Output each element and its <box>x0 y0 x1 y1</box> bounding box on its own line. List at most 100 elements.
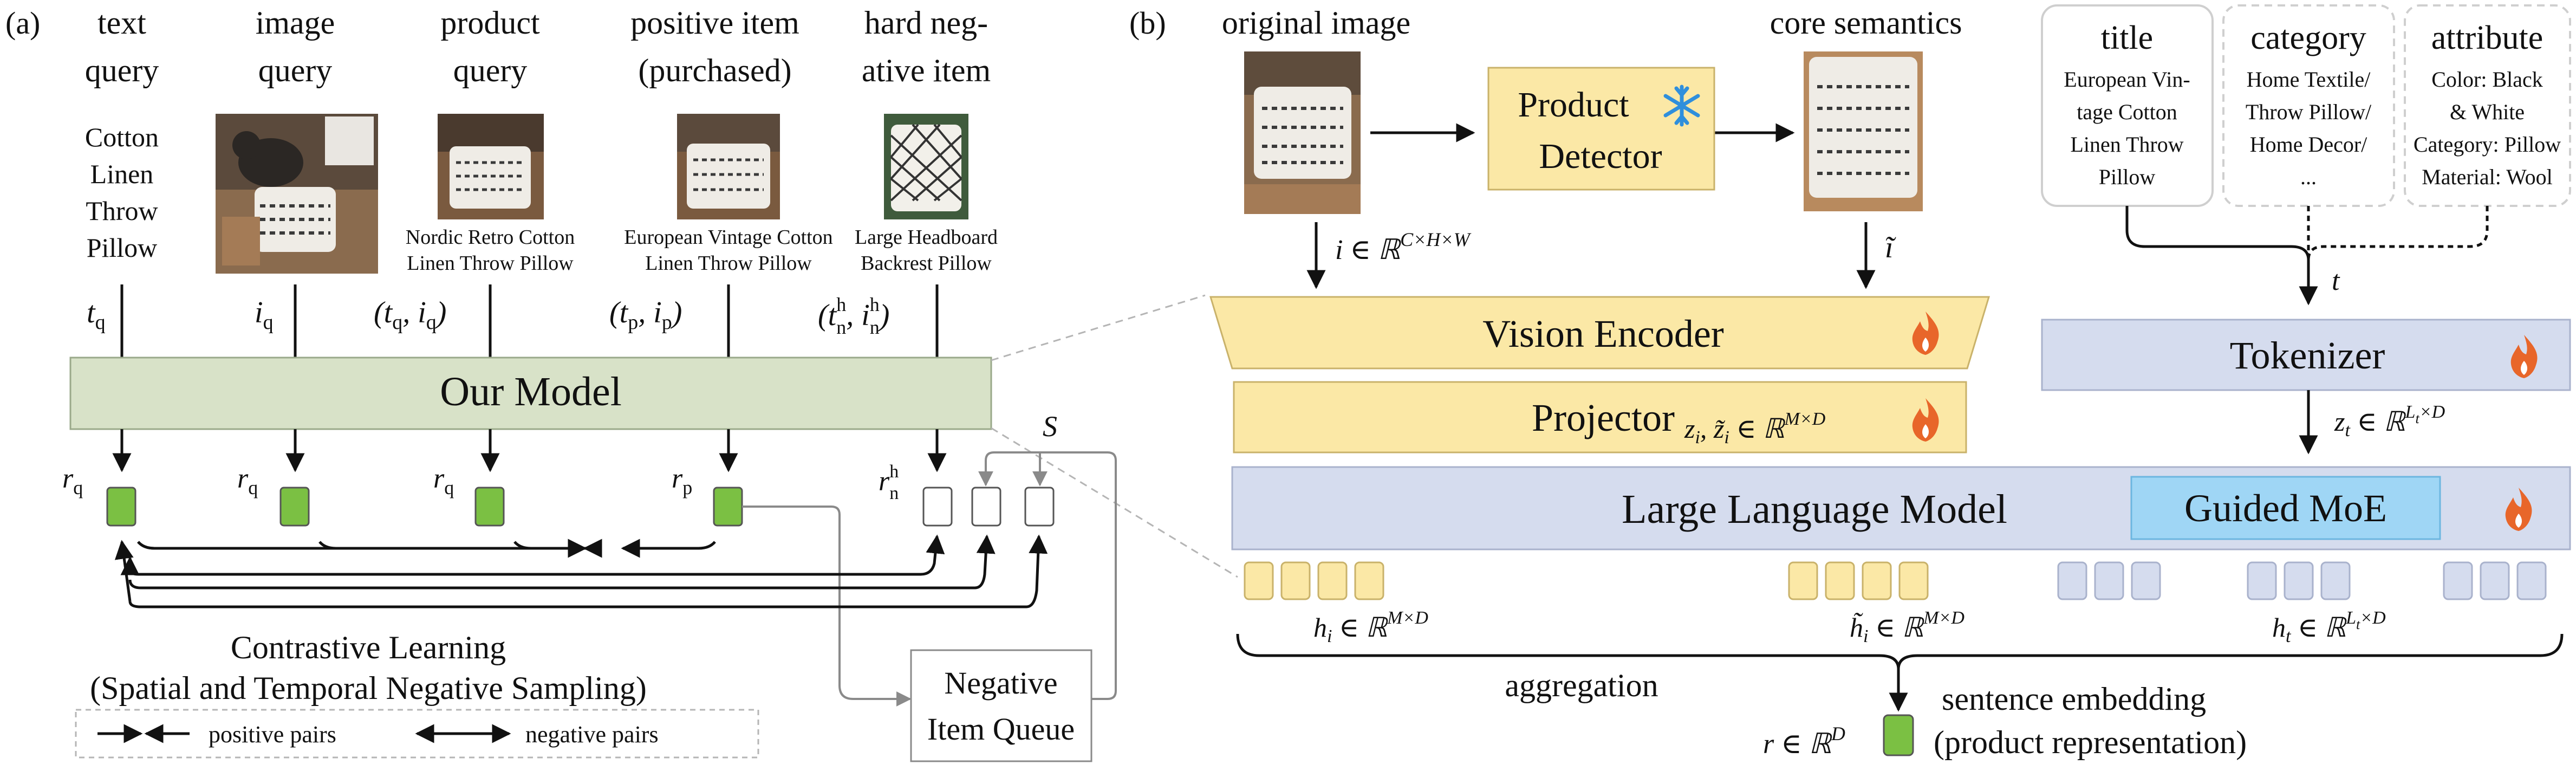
llm-label: Large Language Model <box>1622 487 2007 532</box>
projector-box <box>1233 381 1967 453</box>
sentence-embedding-square <box>1883 714 1914 756</box>
product-query-caption: Nordic Retro Cotton <box>406 226 575 249</box>
token-text <box>2057 561 2087 600</box>
tokenizer-box <box>2041 319 2571 391</box>
rep-square-hard-neg <box>922 487 953 527</box>
core-semantics-photo <box>1804 51 1923 211</box>
symbol-tq-iq: (tq, iq) <box>374 296 446 334</box>
rep-square-q <box>279 487 310 527</box>
projector-output-label: zi, z̃i ∈ ℝM×D <box>1684 409 1826 448</box>
category-box-line: ... <box>2300 165 2317 189</box>
rep-square-q <box>106 487 136 527</box>
category-box-header: category <box>2250 20 2366 56</box>
token-core <box>1825 561 1855 600</box>
rep-label: rq <box>433 463 454 498</box>
hard-negative-photo: Large Headboard Backrest Pillow <box>855 114 998 275</box>
embedding-line-2: (product representation) <box>1934 724 2247 760</box>
token-text <box>2320 561 2351 600</box>
category-box-line: Throw Pillow/ <box>2246 100 2372 124</box>
positive-item-caption: Linen Throw Pillow <box>645 252 812 275</box>
token-image <box>1280 561 1311 600</box>
token-image <box>1244 561 1274 600</box>
rep-squares <box>106 487 1055 527</box>
attribute-box-line: Material: Wool <box>2422 165 2553 189</box>
col1-header-1: text <box>97 5 146 41</box>
original-image-photo <box>1244 51 1361 214</box>
queue-flow-lines <box>742 451 1117 707</box>
h-i-label: hi ∈ ℝM×D <box>1313 608 1428 646</box>
queue-line-2: Item Queue <box>927 711 1075 747</box>
hidden-state-tokens <box>1244 561 2547 600</box>
loss-line-1: Contrastive Learning <box>231 630 506 665</box>
column-headers: text query image query product query pos… <box>85 5 991 88</box>
category-box-line: Home Decor/ <box>2250 132 2367 157</box>
category-box <box>2222 4 2395 207</box>
encoder-input-arrows <box>1306 222 1876 289</box>
attribute-box-line: Color: Black <box>2431 67 2543 92</box>
negative-item-queue-box <box>910 649 1092 762</box>
token-text <box>2131 561 2161 600</box>
col5-header-1: hard neg- <box>864 5 988 41</box>
text-merge-lines <box>2125 206 2489 306</box>
attribute-box-line: Category: Pillow <box>2414 132 2561 157</box>
tokenizer-label: Tokenizer <box>2230 334 2385 377</box>
our-model-label: Our Model <box>440 369 622 414</box>
input-i-label: i ∈ ℝC×H×W <box>1335 229 1472 265</box>
panel-b-label: (b) <box>1129 5 1166 41</box>
token-text <box>2443 561 2473 600</box>
queue-square <box>971 487 1001 527</box>
text-query-line: Throw <box>86 196 158 226</box>
hard-negative-caption: Large Headboard <box>855 226 998 249</box>
original-image-label: original image <box>1222 5 1410 41</box>
col5-header-2: ative item <box>862 53 991 88</box>
snowflake-icon <box>1663 85 1700 127</box>
text-attribute-boxes: title European Vin- tage Cotton Linen Th… <box>2041 4 2571 207</box>
col3-header-2: query <box>453 53 528 88</box>
attribute-box-line: & White <box>2450 100 2525 124</box>
pair-lines <box>114 534 1048 608</box>
title-box-line: European Vin- <box>2064 67 2190 92</box>
category-box-line: Home Textile/ <box>2247 67 2371 92</box>
core-semantics-label: core semantics <box>1770 5 1962 41</box>
rep-square-p <box>713 487 743 527</box>
s-label: S <box>1043 410 1057 443</box>
token-image <box>1317 561 1348 600</box>
title-box-line: Linen Throw <box>2070 132 2183 157</box>
col4-header-1: positive item <box>630 5 799 41</box>
image-query-photo <box>216 114 378 274</box>
token-text <box>2480 561 2510 600</box>
token-core <box>1898 561 1929 600</box>
title-box-header: title <box>2101 20 2153 56</box>
vision-encoder-box <box>1209 296 1990 370</box>
token-text <box>2247 561 2277 600</box>
symbol-iq: iq <box>255 296 274 334</box>
queue-square <box>1024 487 1055 527</box>
h-i-tilde-label: h̃i ∈ ℝM×D <box>1850 608 1964 646</box>
loss-line-2: (Spatial and Temporal Negative Sampling) <box>90 670 647 706</box>
projector-label: Projector <box>1532 396 1675 439</box>
text-query-body: Cotton Linen Throw Pillow <box>85 122 159 263</box>
h-t-label: ht ∈ ℝLt×D <box>2272 608 2386 646</box>
our-model-box <box>69 357 992 430</box>
panel-a: (a) text query image query product query… <box>5 5 1238 762</box>
legend: positive pairs negative pairs <box>75 709 759 759</box>
aggregation-label: aggregation <box>1505 668 1658 703</box>
legend-negative-label: negative pairs <box>525 721 659 748</box>
col1-header-2: query <box>85 53 159 88</box>
detector-line-1: Product <box>1518 85 1629 125</box>
positive-item-caption: European Vintage Cotton <box>624 226 832 249</box>
legend-positive-label: positive pairs <box>209 721 336 748</box>
token-image <box>1354 561 1384 600</box>
output-arrows <box>112 429 947 472</box>
positive-item-photo: European Vintage Cotton Linen Throw Pill… <box>624 114 833 275</box>
token-text <box>2094 561 2124 600</box>
text-query-line: Pillow <box>87 232 158 263</box>
legend-box <box>75 709 759 759</box>
token-text <box>2516 561 2547 600</box>
panel-a-label: (a) <box>5 5 40 41</box>
output-r-label: r ∈ ℝD <box>1763 723 1845 760</box>
